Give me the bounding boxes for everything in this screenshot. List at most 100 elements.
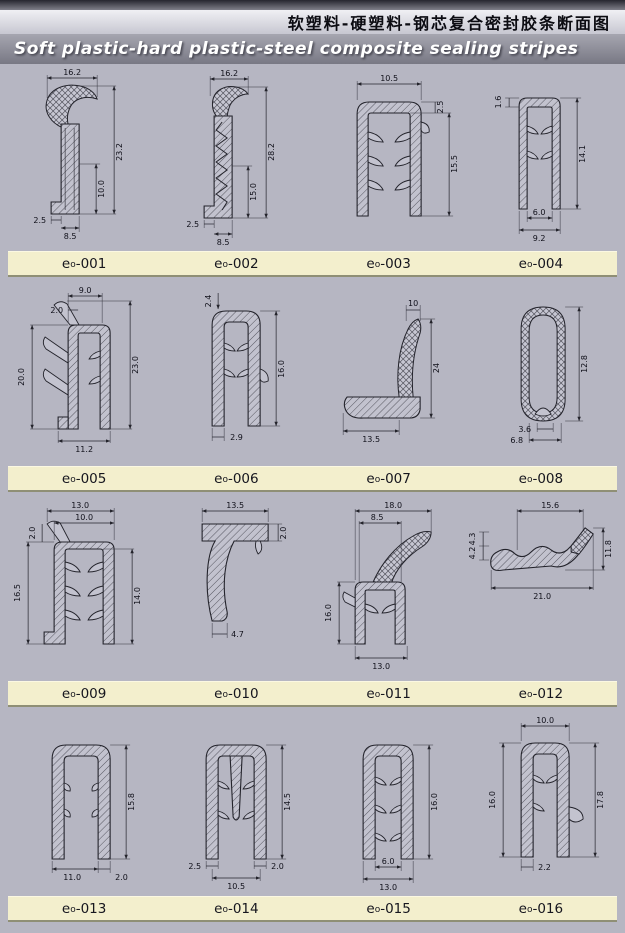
- top-fin: [53, 301, 80, 326]
- grip-finger: [380, 603, 396, 614]
- profile-shape: [45, 84, 98, 215]
- grip-finger: [526, 125, 539, 135]
- figure-e0-011: 18.0 8.5 16.0 13.0: [313, 496, 465, 681]
- dimension-annotations: 16.2 28.2 15.0 2.5 8.5: [187, 69, 277, 247]
- grip-finger: [236, 368, 249, 378]
- grip-finger: [87, 585, 104, 597]
- dim-label: 1.6: [494, 96, 503, 109]
- label-base: e: [518, 255, 527, 272]
- label-base: e: [214, 685, 223, 702]
- label-base: e: [214, 470, 223, 487]
- cross-section-e0-003: 10.5 2.5 15.5: [356, 74, 459, 217]
- dimension-annotations: 16.2 23.2 10.0 2.5 8.5: [33, 68, 124, 241]
- label-base: e: [61, 470, 71, 487]
- dim-label: 6.0: [381, 857, 394, 866]
- small-fin: [255, 540, 263, 555]
- dim-label: 3.6: [518, 425, 531, 434]
- profile-shape: [518, 97, 561, 210]
- dim-label: 2.5: [187, 220, 200, 229]
- label-num: -015: [380, 900, 411, 917]
- dim-label: 13.5: [362, 435, 380, 444]
- cross-section-e0-015: 16.0 6.0 13.0: [362, 744, 439, 892]
- label-base: e: [366, 685, 375, 702]
- cross-section-e0-011: 18.0 8.5 16.0 13.0: [324, 501, 432, 671]
- dim-label: 13.0: [71, 501, 89, 510]
- dim-label: 2.4: [204, 295, 213, 308]
- dim-label: 16.0: [324, 604, 333, 622]
- outer-lip: [420, 121, 430, 134]
- dim-label: 16.2: [63, 68, 81, 77]
- label-sub: o: [222, 475, 228, 485]
- dim-label: 28.2: [267, 143, 276, 161]
- figure-row-2: 9.0 2.0 20.0 23.0 11.2: [8, 281, 617, 466]
- profile-shape: [341, 531, 432, 645]
- label-sub: o: [374, 475, 381, 485]
- label-sub: o: [70, 260, 76, 270]
- dim-label: 4.3: [468, 533, 477, 546]
- label-sub: o: [374, 260, 381, 270]
- dim-label: 14.1: [578, 145, 587, 163]
- dim-label: 2.5: [189, 862, 202, 871]
- figure-e0-008: 12.8 3.6 6.8: [465, 281, 617, 466]
- top-fin: [46, 520, 71, 543]
- u-channel: [205, 744, 267, 860]
- dim-label: 2.0: [50, 306, 63, 315]
- dim-label: 9.0: [79, 286, 92, 295]
- dim-label: 16.0: [488, 791, 497, 809]
- dimension-annotations: 2.4 16.0 2.9: [204, 293, 286, 442]
- profile-shape: [211, 310, 269, 427]
- side-fin: [341, 591, 356, 608]
- grip-finger: [388, 832, 402, 842]
- dim-label: 24: [432, 363, 441, 373]
- dimension-annotations: 13.0 10.0 2.0 16.5 14.0: [13, 501, 142, 645]
- figure-e0-013: 15.8 11.0 2.0: [8, 711, 160, 896]
- grip-finger: [217, 780, 231, 790]
- dim-label: 2.0: [115, 873, 128, 882]
- label-sub: o: [222, 690, 228, 700]
- dim-label: 10.0: [97, 180, 106, 198]
- label-num: -011: [380, 685, 411, 702]
- cross-section-e0-007: 10 24 13.5: [342, 299, 441, 444]
- grip-finger: [236, 342, 249, 352]
- side-fin: [42, 336, 69, 364]
- label-num: -014: [227, 900, 259, 917]
- dimension-annotations: 10.5 2.5 15.5: [356, 74, 459, 217]
- profile-shape: [51, 744, 111, 860]
- figure-e0-001: 16.2 23.2 10.0 2.5 8.5: [8, 66, 160, 251]
- dim-label: 23.0: [131, 356, 140, 374]
- dim-label: 12.8: [580, 355, 589, 373]
- soft-flag: [396, 318, 421, 398]
- dim-label: 15.0: [249, 183, 258, 201]
- label-sub: o: [374, 905, 381, 915]
- outer-bump: [259, 368, 269, 383]
- label-num: -001: [75, 255, 107, 272]
- cross-section-e0-002: 16.2 28.2 15.0 2.5 8.5: [187, 69, 277, 247]
- cross-section-e0-009: 13.0 10.0 2.0 16.5 14.0: [13, 501, 142, 645]
- bulb-ring: [520, 306, 566, 422]
- grip-finger: [64, 561, 81, 573]
- hard-post: [203, 115, 233, 219]
- grip-finger: [364, 603, 379, 614]
- dim-label: 2.9: [230, 433, 243, 442]
- figure-e0-006: 2.4 16.0 2.9: [160, 281, 312, 466]
- cross-section-e0-013: 15.8 11.0 2.0: [51, 744, 136, 882]
- center-fin: [229, 755, 243, 821]
- grip-finger: [217, 810, 231, 820]
- dim-label: 20.0: [17, 368, 26, 386]
- u-channel: [211, 310, 261, 427]
- label-num: -004: [532, 255, 564, 272]
- label-sub: o: [526, 260, 533, 270]
- grip-finger: [388, 804, 402, 814]
- grip-finger: [223, 342, 237, 352]
- label-sub: o: [526, 905, 533, 915]
- dim-label: 4.7: [231, 630, 244, 639]
